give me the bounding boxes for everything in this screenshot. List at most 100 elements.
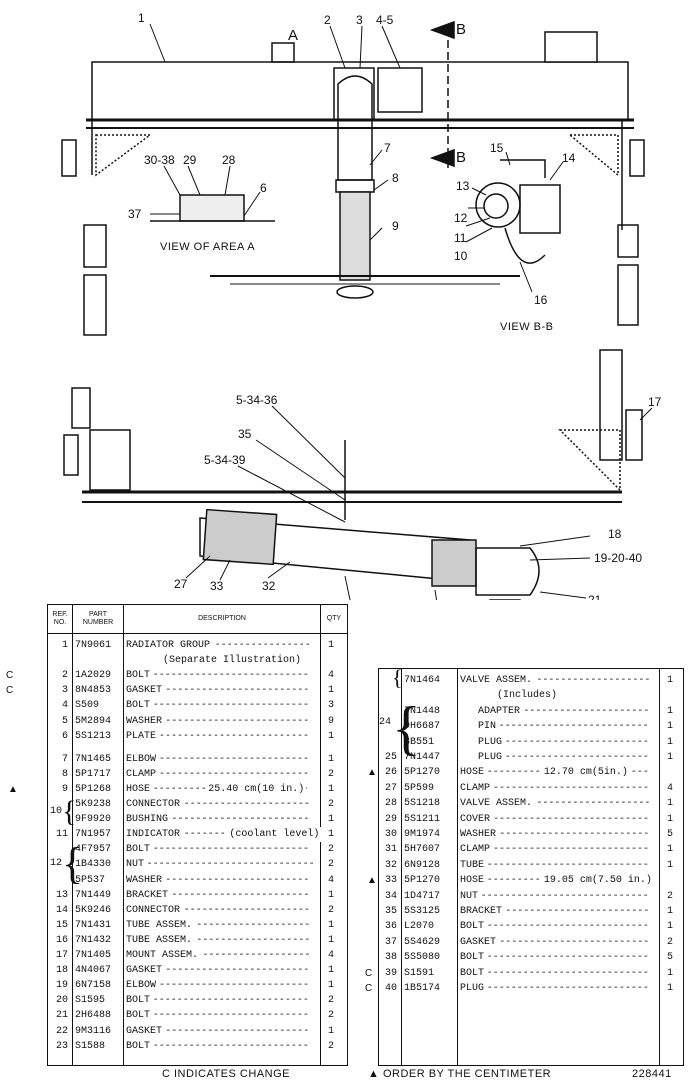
part-number: 1D4717 <box>404 890 441 902</box>
ref-number: 13 <box>55 889 68 901</box>
part-note: 19.05 cm(7.50 in.) <box>541 873 654 889</box>
change-note: C INDICATES CHANGE <box>162 1068 290 1080</box>
part-description: CLAMP <box>460 782 491 794</box>
leader-dashes: ------------------------- <box>499 936 650 948</box>
part-description: BRACKET <box>460 906 503 917</box>
part-number: 5P537 <box>75 874 106 886</box>
part-description: (Separate Illustration) <box>163 655 302 667</box>
quantity: 1 <box>667 844 674 856</box>
part-number: 5K9246 <box>75 904 112 916</box>
part-number: 5S1211 <box>404 813 441 825</box>
quantity: 1 <box>328 685 335 697</box>
ref-number: 8 <box>61 768 68 780</box>
part-number: 7N1957 <box>75 829 112 841</box>
part-description: PLUG <box>460 983 485 994</box>
part-description: BOLT <box>460 921 485 933</box>
quantity: 2 <box>667 936 674 948</box>
leader-dashes: -------------------------- <box>493 813 650 825</box>
leader-dashes: --------------------- <box>183 904 310 916</box>
part-description: RADIATOR GROUP <box>126 640 211 651</box>
part-description: CONNECTOR <box>126 799 181 810</box>
callout: 3 <box>356 13 363 27</box>
change-mark: C <box>365 983 373 994</box>
quantity: 2 <box>328 768 335 780</box>
part-description: MOUNT ASSEM. <box>126 950 199 961</box>
callout: 10 <box>454 249 468 263</box>
bottom-hose <box>202 508 278 566</box>
leader-dashes: ------------------------ <box>504 736 649 748</box>
callout: 21 <box>588 593 602 600</box>
ref-number: 32 <box>384 859 397 871</box>
quantity: 1 <box>328 980 335 992</box>
part-description: CLAMP <box>460 844 491 856</box>
callout: 13 <box>456 179 470 193</box>
change-mark: C <box>6 670 14 682</box>
callout: 5-34-36 <box>236 393 278 407</box>
ref-number: 15 <box>55 919 68 931</box>
callout: 7 <box>384 141 391 155</box>
part-description: BRACKET <box>126 889 169 901</box>
leader-dashes: ------------------------- <box>499 829 650 840</box>
part-note: (coolant level) <box>227 827 322 843</box>
part-number: 6N7158 <box>75 980 112 992</box>
ref-number: 16 <box>55 934 68 946</box>
quantity: 2 <box>328 904 335 916</box>
part-number: 1B5174 <box>404 983 441 994</box>
part-description: HOSE <box>126 783 151 795</box>
ref-number: 14 <box>55 904 68 916</box>
ref-number: 26 <box>384 767 397 779</box>
quantity: 1 <box>667 675 674 686</box>
quantity: 1 <box>328 889 335 901</box>
leader-dashes: ----------------------- <box>171 814 310 826</box>
part-number: 5S1218 <box>404 798 441 810</box>
callout: 2 <box>324 13 331 27</box>
header-qty: QTY <box>321 605 347 634</box>
ref-number: 23 <box>55 1040 68 1052</box>
leader-dashes: ------------------------ <box>165 965 310 977</box>
outlet-flange <box>333 67 375 121</box>
part-number: S1595 <box>75 995 106 1007</box>
group-ref-number: 12 <box>50 858 63 870</box>
part-description: PLUG <box>478 736 503 748</box>
callout-labels: 1 A 2 3 4-5 B 7 B 15 14 30-38 29 28 6 8 … <box>128 11 662 600</box>
part-description: GASKET <box>460 936 497 948</box>
part-number: 5P599 <box>404 782 435 794</box>
part-number: 9H6687 <box>404 721 441 733</box>
quantity: 1 <box>328 965 335 977</box>
ref-number: 20 <box>55 995 68 1007</box>
part-description: BOLT <box>126 1040 151 1052</box>
ref-number: 2 <box>61 670 68 682</box>
part-number: 7N9061 <box>75 640 112 651</box>
quantity: 4 <box>328 670 335 682</box>
callout: B <box>456 149 466 166</box>
change-mark: C <box>365 967 373 979</box>
top-elbow <box>337 75 373 181</box>
part-description: GASKET <box>126 965 163 977</box>
quantity: 4 <box>328 950 335 961</box>
part-description: VALVE ASSEM. <box>460 798 533 810</box>
part-description: ELBOW <box>126 753 157 765</box>
part-number: 5S5080 <box>404 952 441 964</box>
quantity: 1 <box>667 906 674 917</box>
quantity: 1 <box>667 813 674 825</box>
part-number: 8N4853 <box>75 685 112 697</box>
leader-dashes: ------------------- <box>196 934 311 946</box>
callout: 37 <box>128 207 142 221</box>
part-number: 7N1431 <box>75 919 112 931</box>
part-description: BOLT <box>126 700 151 712</box>
ref-number: 4 <box>61 700 68 712</box>
top-hose <box>339 191 371 281</box>
